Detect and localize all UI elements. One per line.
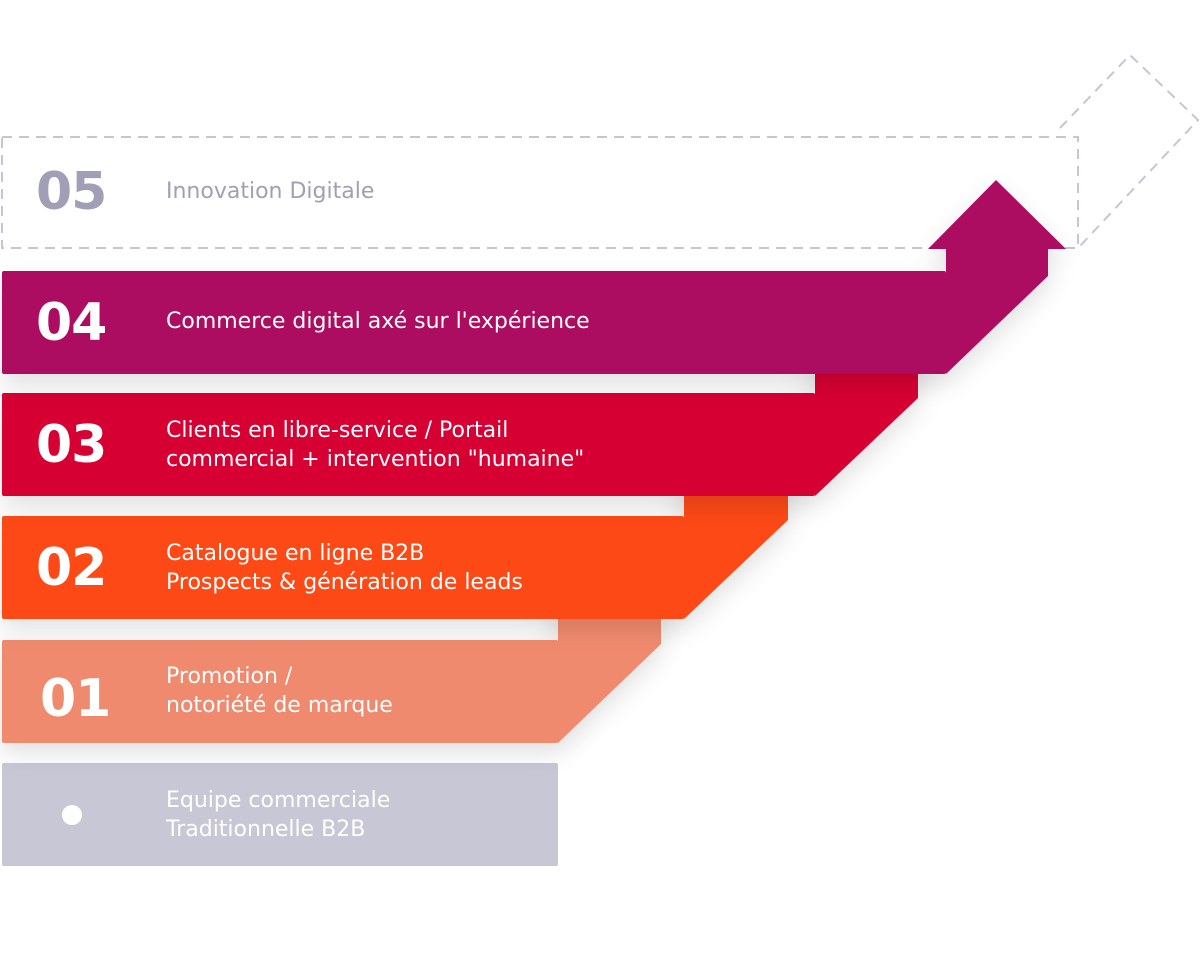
base-line-1: Equipe commerciale: [166, 788, 391, 813]
step-02-line-1: Catalogue en ligne B2B: [166, 541, 425, 566]
step-05-line-1: Innovation Digitale: [166, 179, 375, 204]
step-03-line-1: Clients en libre-service / Portail: [166, 418, 509, 443]
circle-dot-icon: [62, 805, 82, 825]
base-line-2: Traditionnelle B2B: [166, 817, 366, 842]
step-02-number: 02: [36, 538, 107, 598]
step-04-label: Commerce digital axé sur l'expérience: [166, 307, 590, 336]
step-01-line-2: notoriété de marque: [166, 693, 393, 718]
step-03-label: Clients en libre-service / Portail comme…: [166, 416, 584, 474]
step-01-number: 01: [40, 669, 111, 729]
step-01-line-1: Promotion /: [166, 664, 293, 689]
step-03-number: 03: [36, 415, 107, 475]
step-02-label: Catalogue en ligne B2B Prospects & génér…: [166, 539, 523, 597]
step-05-outline: [1, 53, 1200, 249]
base-label: Equipe commerciale Traditionnelle B2B: [166, 786, 390, 844]
step-05-label: Innovation Digitale: [166, 177, 374, 206]
step-01-label: Promotion / notoriété de marque: [166, 662, 393, 720]
step-04-number: 04: [36, 293, 107, 353]
step-04-line-1: Commerce digital axé sur l'expérience: [166, 309, 590, 334]
step-02-line-2: Prospects & génération de leads: [166, 570, 523, 595]
step-05-number: 05: [36, 162, 107, 222]
base-band: [2, 763, 558, 866]
step-03-line-2: commercial + intervention "humaine": [166, 447, 585, 472]
step-04-shape: [2, 180, 1066, 374]
